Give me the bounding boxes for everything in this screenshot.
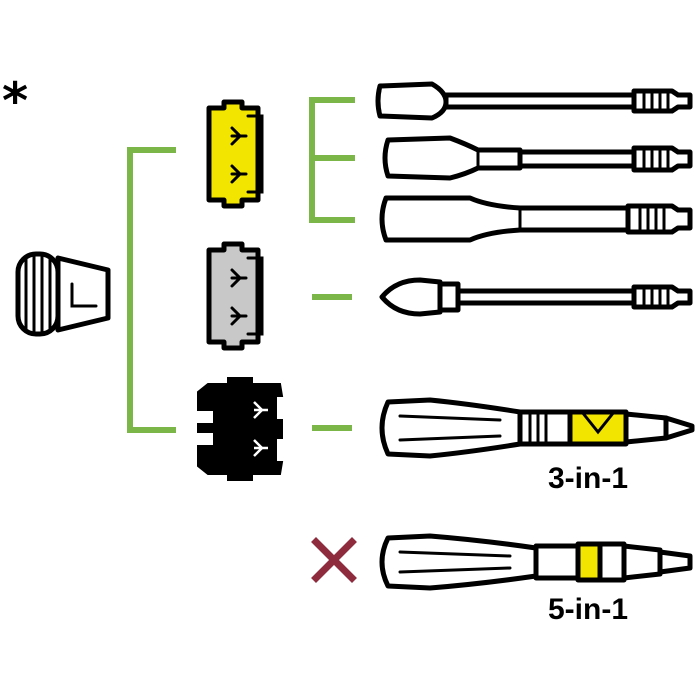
three-in-one-label: 3-in-1 <box>548 462 628 495</box>
spray-lance-icon <box>379 195 693 243</box>
asterisk-mark: * <box>2 72 28 130</box>
adapter-bracket <box>127 147 176 433</box>
spray-lance-icon <box>382 135 693 181</box>
yellow-adapter-icon <box>206 99 264 209</box>
black-adapter-icon <box>197 377 284 481</box>
lance-bracket <box>309 97 355 223</box>
spray-lance-icon <box>375 81 693 121</box>
short-lance-icon <box>379 277 693 317</box>
multi-jet-lance-icon <box>379 397 695 459</box>
spray-nozzle-icon <box>15 251 111 337</box>
grey-adapter-icon <box>206 241 264 351</box>
cross-icon <box>311 537 357 583</box>
multi-jet-lance-icon <box>379 533 693 591</box>
five-in-one-label: 5-in-1 <box>548 593 628 626</box>
